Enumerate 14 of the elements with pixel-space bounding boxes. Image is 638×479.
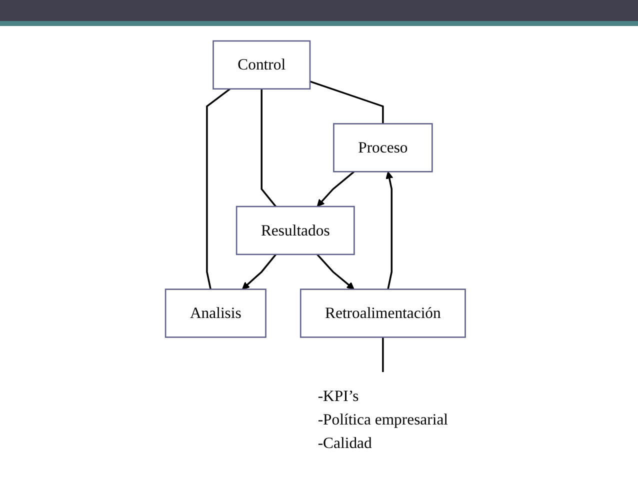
node-box: Proceso [333, 123, 433, 172]
connector [260, 88, 277, 208]
arrow [386, 171, 394, 290]
connector [382, 337, 384, 372]
node-box: Analisis [164, 288, 266, 338]
connector [206, 88, 230, 290]
node-box: Retroalimentación [300, 288, 466, 338]
node-text: -KPI’s -Política empresarial -Calidad [318, 386, 448, 452]
arrow [316, 254, 354, 290]
node-box: Resultados [236, 206, 355, 256]
arrow [316, 171, 355, 207]
arrow [242, 254, 277, 290]
connector [310, 80, 384, 124]
node-box: Control [212, 40, 311, 90]
